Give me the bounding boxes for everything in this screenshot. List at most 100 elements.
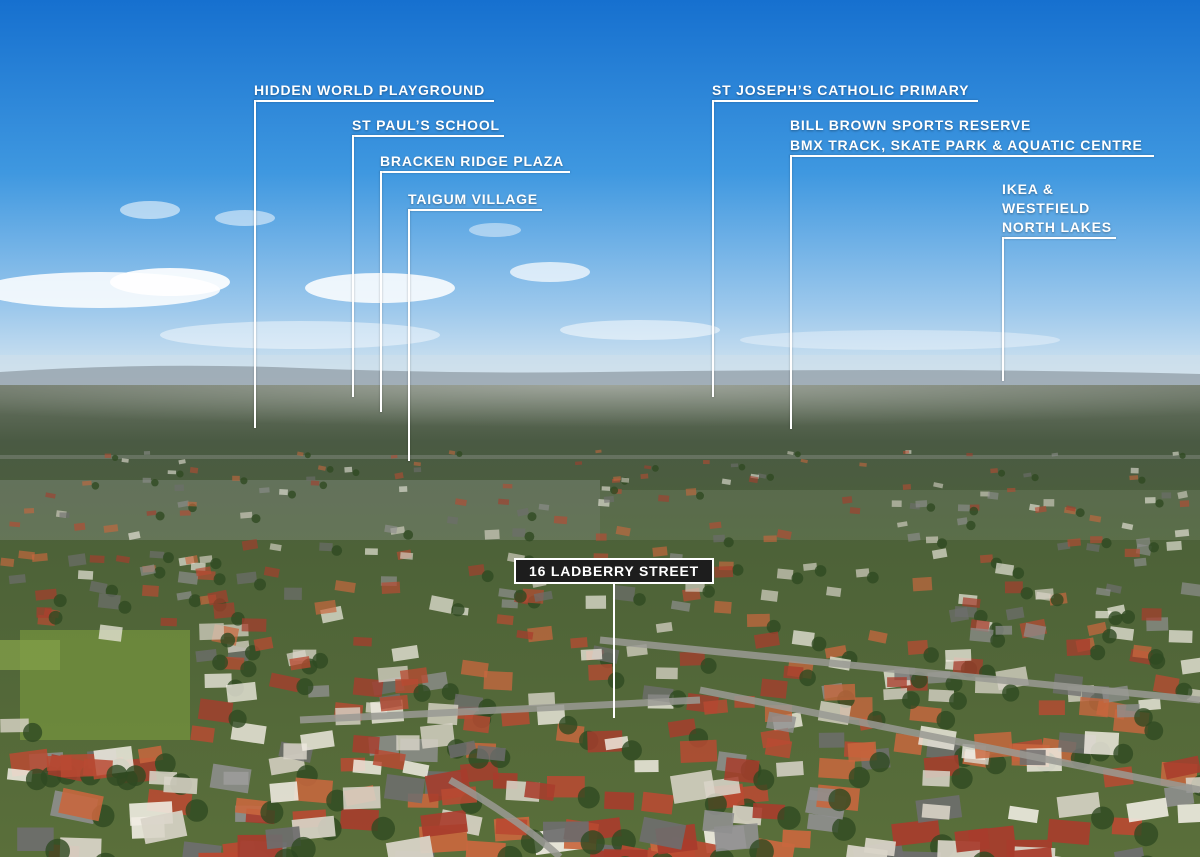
house-roof [381, 581, 401, 594]
house-roof [496, 614, 514, 626]
house-roof [595, 533, 607, 541]
house-roof [855, 568, 870, 578]
house-roof [413, 461, 421, 467]
house-roof [18, 550, 35, 560]
house-roof [787, 451, 794, 456]
house-roof [891, 500, 902, 508]
house-roof [104, 453, 112, 458]
house-roof [391, 644, 419, 662]
house-roof [306, 476, 316, 481]
tree [288, 490, 296, 499]
tree [185, 799, 209, 822]
house-roof [179, 510, 191, 516]
callout-pointer-line [790, 155, 792, 429]
house-roof [1086, 543, 1100, 552]
callout-pointer-line [380, 171, 382, 412]
house-roof [887, 677, 907, 687]
property-address-label: 16 LADBERRY STREET [514, 558, 714, 584]
tree [1148, 542, 1160, 553]
house-roof [73, 522, 86, 531]
tree [527, 512, 537, 522]
tree [766, 619, 781, 634]
house-roof [383, 774, 426, 804]
house-roof [45, 492, 56, 499]
tree [1134, 822, 1159, 847]
house-roof [1078, 696, 1110, 718]
house-roof [289, 656, 311, 671]
house-roof [339, 807, 380, 832]
house-roof [269, 543, 282, 552]
house-roof [995, 562, 1015, 576]
tree [621, 740, 642, 761]
house-roof [713, 534, 726, 543]
house-roof [0, 718, 29, 733]
house-roof [962, 597, 981, 608]
house-roof [67, 553, 87, 567]
house-roof [293, 777, 334, 804]
tree [524, 531, 535, 542]
house-roof [421, 671, 449, 692]
tree [709, 848, 734, 857]
callout-pointer-line [1002, 237, 1004, 381]
house-roof [241, 618, 267, 632]
house-roof [334, 580, 356, 594]
house-roof [163, 776, 198, 795]
house-roof [141, 584, 159, 597]
tree [633, 593, 646, 606]
tree [1148, 649, 1164, 665]
house-roof [465, 840, 506, 857]
tree [254, 578, 266, 591]
callout-underline [408, 209, 542, 211]
house-roof [82, 480, 92, 486]
house-roof [776, 568, 794, 580]
house-roof [1067, 538, 1082, 547]
tree [869, 751, 890, 773]
house-roof [1065, 505, 1076, 512]
tree [1155, 499, 1164, 508]
house-roof [121, 458, 129, 463]
house-roof [1132, 644, 1152, 659]
callout-pointer-line [254, 100, 256, 428]
house-roof [1051, 452, 1059, 457]
house-roof [1043, 499, 1055, 507]
house-roof [399, 486, 408, 493]
house-roof [1111, 817, 1143, 836]
house-roof [1009, 847, 1054, 857]
house-roof [528, 692, 556, 707]
house-roof [140, 810, 188, 845]
tree [153, 566, 166, 579]
house-roof [420, 722, 456, 749]
house-roof [115, 555, 131, 564]
house-roof [283, 743, 307, 760]
house-roof [766, 711, 797, 734]
house-roof [776, 529, 792, 540]
house-roof [34, 588, 58, 601]
clouds [0, 201, 1060, 350]
callout-label: BRACKEN RIDGE PLAZA [380, 153, 564, 169]
house-roof [791, 630, 815, 647]
tree [326, 789, 349, 812]
house-roof [58, 787, 104, 822]
house-roof [394, 472, 404, 480]
tree [45, 838, 70, 857]
tree [696, 491, 704, 500]
house-roof [476, 745, 506, 762]
tree [451, 603, 465, 617]
house-roof [803, 562, 818, 571]
tree [966, 520, 976, 531]
house-roof [413, 467, 422, 473]
tree [1020, 587, 1033, 600]
house-roof [641, 791, 674, 815]
tree [1121, 610, 1135, 624]
house-roof [379, 694, 409, 712]
house-roof [516, 507, 530, 517]
tree [118, 600, 132, 614]
callout-label: TAIGUM VILLAGE [408, 191, 538, 207]
tree [240, 477, 248, 485]
house-roof [966, 452, 973, 457]
house-roof [841, 496, 853, 504]
house-roof [945, 649, 972, 662]
house-roof [844, 844, 888, 857]
house-roof [783, 665, 804, 680]
house-roof [612, 585, 636, 602]
